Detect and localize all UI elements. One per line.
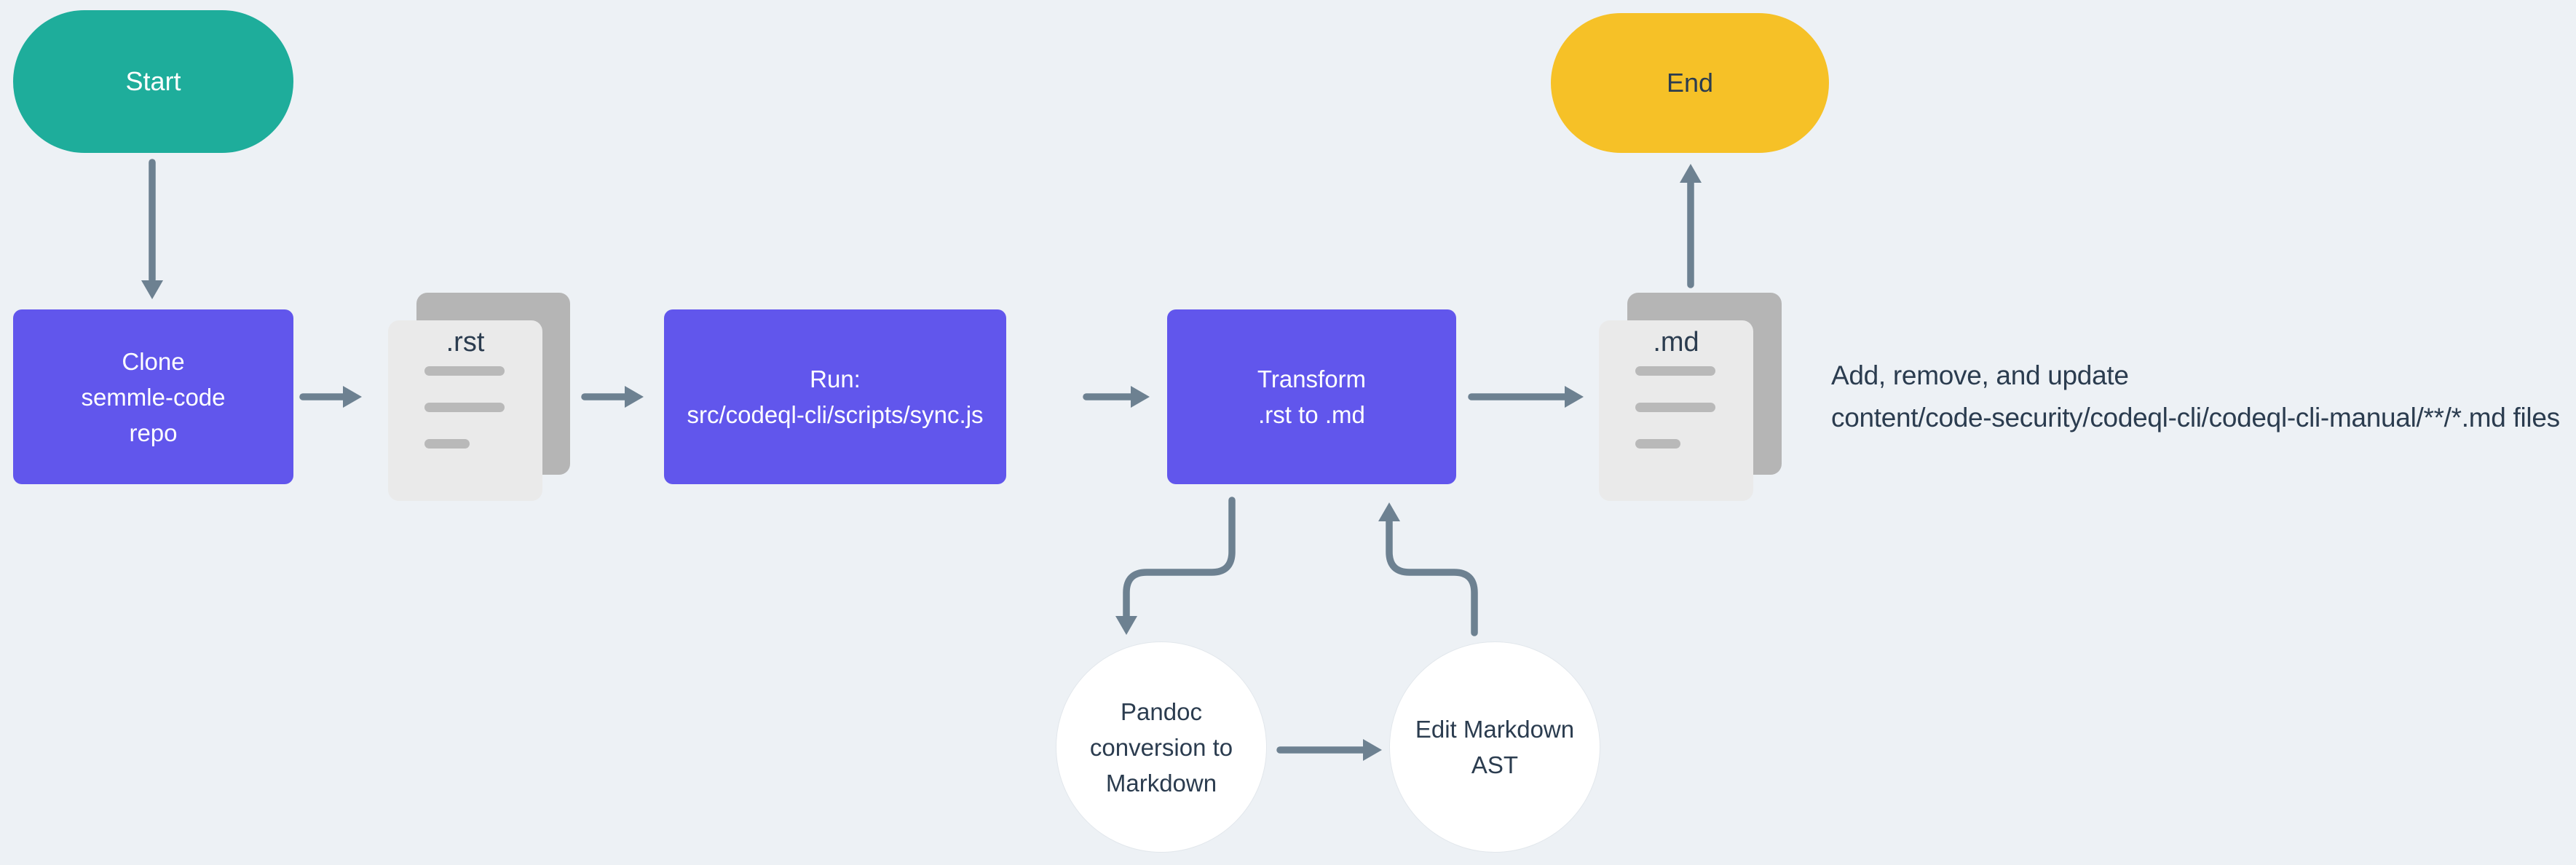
doc-line (1635, 439, 1680, 449)
document-text-lines (1635, 366, 1753, 475)
doc-line (424, 366, 505, 376)
arrow-run-to-transform (1083, 386, 1150, 408)
node-transform-label-line: Transform (1257, 366, 1367, 392)
arrow-md-to-end (1680, 164, 1702, 288)
node-transform: Transform .rst to .md (1167, 309, 1456, 484)
node-clone-label-line: semmle-code (81, 383, 226, 411)
output-note-line: content/code-security/codeql-cli/codeql-… (1831, 403, 2560, 432)
document-text-lines (424, 366, 542, 475)
node-edit-markdown-ast: Edit Markdown AST (1389, 641, 1600, 853)
arrow-clone-to-rst (299, 386, 362, 408)
node-clone-label-line: repo (129, 419, 178, 446)
file-md-label: .md (1653, 327, 1699, 358)
node-pandoc-label-line: conversion to (1089, 733, 1233, 761)
node-clone-repo: Clone semmle-code repo (13, 309, 293, 484)
node-run-label-line: Run: (810, 366, 861, 392)
connector-transform-to-pandoc (1115, 497, 1236, 635)
arrow-rst-to-run (581, 386, 644, 408)
node-pandoc-label-line: Markdown (1105, 769, 1217, 797)
node-run-sync-script: Run: src/codeql-cli/scripts/sync.js (664, 309, 1006, 484)
output-note-line: Add, remove, and update (1831, 360, 2129, 390)
node-edit-ast-label-line: Edit Markdown (1415, 716, 1575, 743)
node-pandoc-conversion: Pandoc conversion to Markdown (1056, 641, 1267, 853)
node-end-label: End (1666, 68, 1714, 98)
node-edit-ast-label-line: AST (1471, 751, 1519, 778)
node-start: Start (13, 10, 293, 153)
node-run-label-line: src/codeql-cli/scripts/sync.js (687, 401, 984, 428)
connector-edit-ast-to-transform (1378, 502, 1478, 636)
arrow-transform-to-md (1468, 386, 1584, 408)
md-front-page: .md (1599, 320, 1753, 501)
node-transform-label-line: .rst to .md (1258, 401, 1365, 428)
node-end: End (1551, 13, 1829, 153)
doc-line (1635, 366, 1715, 376)
arrow-start-to-clone (141, 159, 163, 299)
node-start-label: Start (125, 66, 181, 96)
node-pandoc-label-line: Pandoc (1121, 698, 1202, 725)
output-note: Add, remove, and update content/code-sec… (1831, 355, 2560, 439)
node-clone-label-line: Clone (122, 347, 185, 375)
doc-line (1635, 403, 1715, 412)
file-rst-label: .rst (446, 327, 485, 358)
doc-line (424, 403, 505, 412)
arrow-pandoc-to-edit-ast (1276, 739, 1382, 761)
doc-line (424, 439, 470, 449)
rst-front-page: .rst (388, 320, 542, 501)
